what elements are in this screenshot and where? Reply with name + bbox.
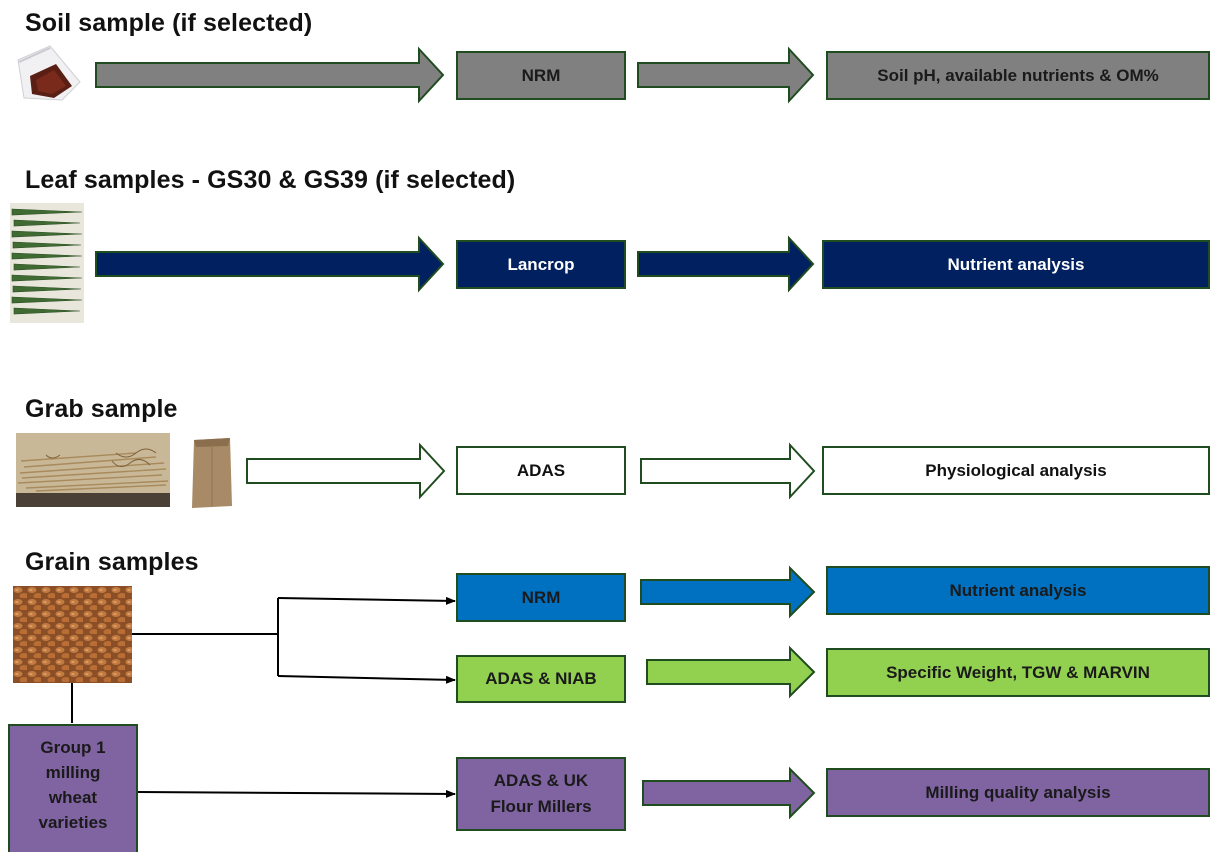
soil-heading: Soil sample (if selected) bbox=[25, 9, 313, 37]
grain-nrm-arrow bbox=[640, 565, 816, 619]
paper-bag-image bbox=[190, 432, 234, 510]
leaf-arrow-2 bbox=[637, 235, 815, 293]
grain-adas-niab-lab-box: ADAS & NIAB bbox=[456, 655, 626, 703]
grain-adas-niab-arrow bbox=[646, 645, 816, 699]
soil-result-box: Soil pH, available nutrients & OM% bbox=[826, 51, 1210, 100]
leaf-result-box: Nutrient analysis bbox=[822, 240, 1210, 289]
grab-lab-label: ADAS bbox=[516, 460, 566, 480]
milling-result-label: Milling quality analysis bbox=[925, 782, 1111, 802]
grab-heading: Grab sample bbox=[25, 395, 178, 423]
grain-nrm-lab-box: NRM bbox=[456, 573, 626, 622]
milling-group-box: Group 1 milling wheat varieties bbox=[8, 724, 138, 852]
grain-nrm-result-label: Nutrient analysis bbox=[949, 580, 1087, 600]
leaf-samples-image bbox=[10, 203, 84, 323]
grain-nrm-lab-label: NRM bbox=[521, 587, 561, 607]
grab-sample-plants-image bbox=[16, 433, 170, 507]
grab-result-label: Physiological analysis bbox=[925, 460, 1107, 480]
grain-adas-niab-lab-label: ADAS & NIAB bbox=[485, 669, 597, 688]
soil-lab-label: NRM bbox=[521, 65, 561, 85]
leaf-lab-label: Lancrop bbox=[507, 254, 575, 274]
soil-result-label: Soil pH, available nutrients & OM% bbox=[877, 65, 1159, 85]
soil-sample-bag-image bbox=[10, 42, 84, 104]
leaf-lab-box: Lancrop bbox=[456, 240, 626, 289]
soil-arrow-2 bbox=[637, 46, 815, 104]
soil-arrow-1 bbox=[95, 46, 445, 104]
milling-group-line-2: milling bbox=[45, 763, 101, 782]
leaf-result-label: Nutrient analysis bbox=[947, 254, 1085, 274]
leaf-arrow-1 bbox=[95, 235, 445, 293]
milling-group-line-1: Group 1 bbox=[40, 738, 106, 757]
grab-arrow-1 bbox=[246, 442, 446, 500]
grain-heading: Grain samples bbox=[25, 548, 199, 576]
milling-lab-line-1: ADAS & UK bbox=[493, 771, 589, 790]
grain-adas-niab-result-box: Specific Weight, TGW & MARVIN bbox=[826, 648, 1210, 697]
milling-group-line-3: wheat bbox=[48, 788, 98, 807]
milling-group-line-4: varieties bbox=[38, 813, 108, 832]
soil-lab-box: NRM bbox=[456, 51, 626, 100]
milling-lab-box: ADAS & UK Flour Millers bbox=[456, 757, 626, 831]
grain-adas-niab-result-label: Specific Weight, TGW & MARVIN bbox=[886, 662, 1150, 682]
milling-arrow bbox=[642, 766, 816, 820]
milling-lab-line-2: Flour Millers bbox=[490, 797, 592, 816]
grain-nrm-result-box: Nutrient analysis bbox=[826, 566, 1210, 615]
grain-image bbox=[13, 586, 132, 683]
grab-result-box: Physiological analysis bbox=[822, 446, 1210, 495]
milling-result-box: Milling quality analysis bbox=[826, 768, 1210, 817]
grab-arrow-2 bbox=[640, 442, 816, 500]
grab-lab-box: ADAS bbox=[456, 446, 626, 495]
leaf-heading: Leaf samples - GS30 & GS39 (if selected) bbox=[25, 166, 516, 194]
